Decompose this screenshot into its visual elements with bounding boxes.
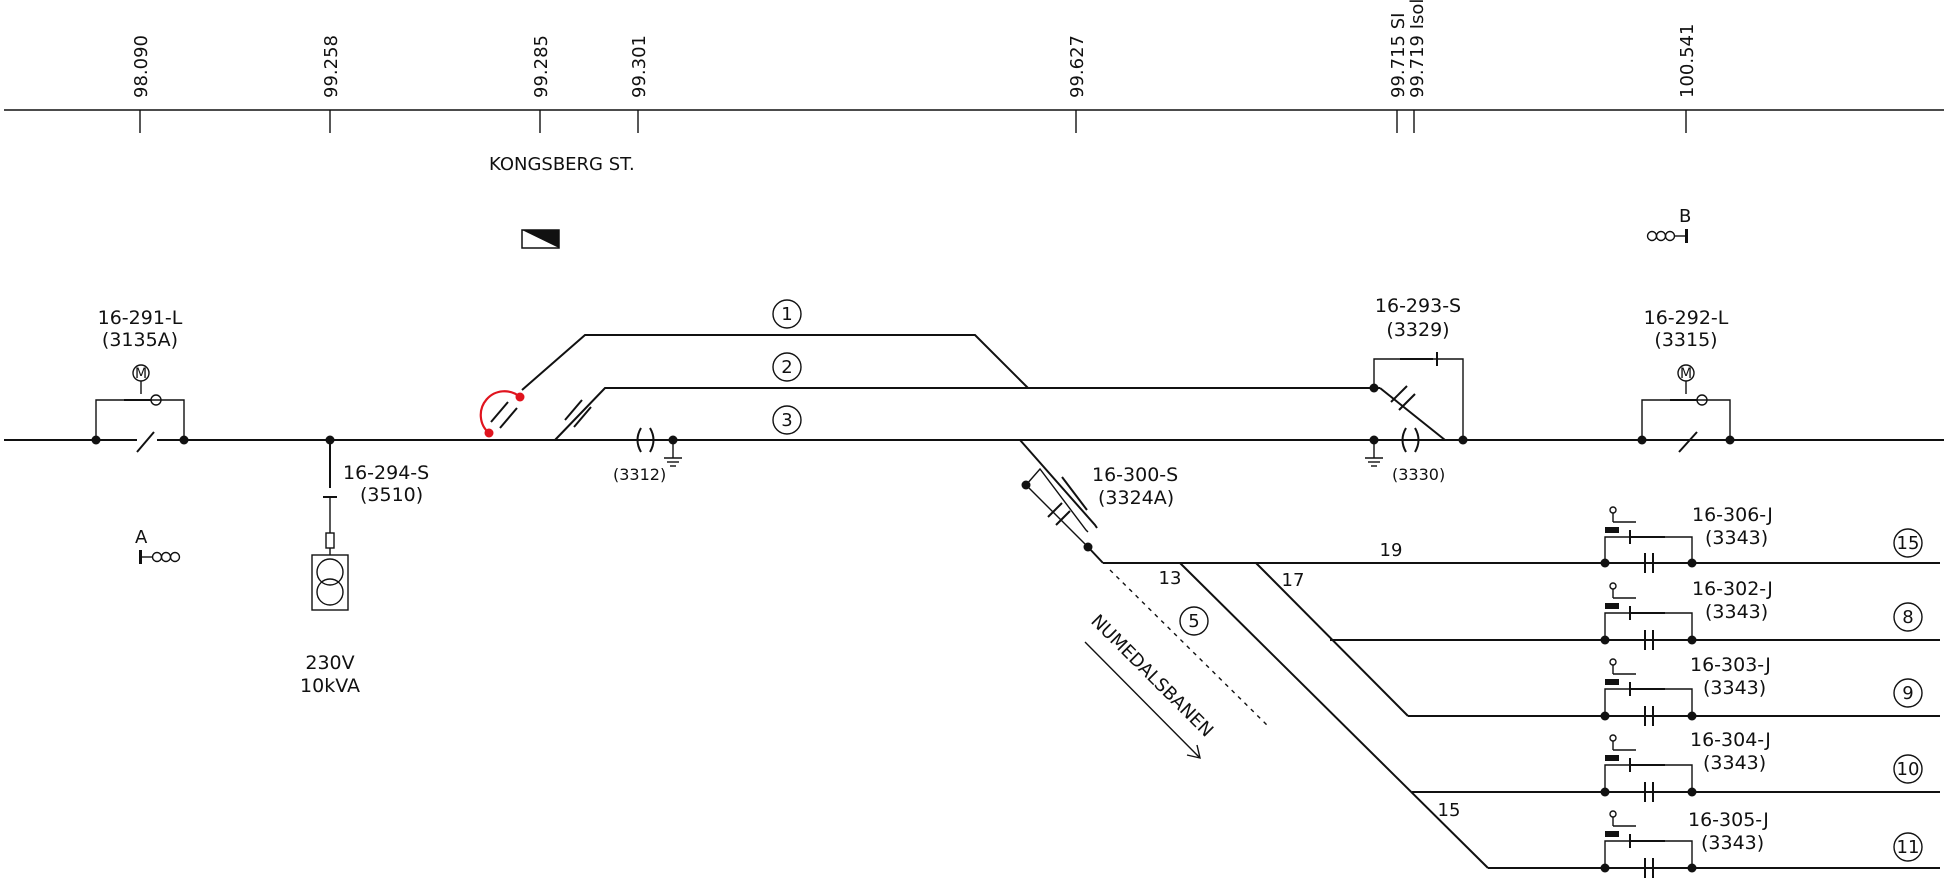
track-1-badge: 1 [772, 299, 802, 329]
section-insulator-track-2 [564, 399, 592, 428]
km-post-label: 98.090 [131, 35, 152, 98]
svg-text:16-303-J: 16-303-J [1690, 654, 1771, 676]
switch-16-291-l: 16-291-L (3135A) M [91, 307, 189, 453]
svg-text:16-302-J: 16-302-J [1692, 578, 1773, 600]
yard-entry-line [1087, 546, 1104, 564]
branch-line [1019, 439, 1098, 529]
km-post-label: 99.258 [321, 35, 342, 98]
switch-16-304-j: 16-304-J (3343) [1600, 729, 1771, 802]
transformer-icon: 230V 10kVA [300, 554, 360, 697]
svg-text:1: 1 [781, 304, 792, 325]
svg-text:(3343): (3343) [1703, 752, 1766, 774]
yard-diagonal-13 [1179, 562, 1489, 869]
signal-a: A [135, 527, 181, 564]
svg-text:16-294-S: 16-294-S [343, 462, 429, 484]
svg-text:(3343): (3343) [1705, 601, 1768, 623]
svg-text:5: 5 [1188, 611, 1199, 632]
track-2-crossover [1379, 387, 1446, 441]
track-2-badge: 2 [772, 352, 802, 382]
kilometer-ruler: 98.090 99.258 99.285 99.301 99.627 99.71… [4, 0, 1944, 133]
signal-b-label: B [1679, 206, 1691, 227]
dashed-branch-line [1109, 569, 1271, 729]
svg-text:8: 8 [1902, 607, 1913, 628]
highlighted-section-insulator [479, 390, 525, 438]
insulator-3330: (3330) [1365, 427, 1445, 484]
svg-text:16-292-L: 16-292-L [1644, 307, 1729, 329]
svg-text:16-300-S: 16-300-S [1092, 464, 1178, 486]
track-number-13: 13 [1159, 568, 1182, 589]
insulator-3312: (3312) [613, 427, 682, 484]
transformer-voltage: 230V [305, 652, 354, 674]
track-1-line [521, 334, 1029, 391]
track-9-badge: 9 [1893, 678, 1923, 708]
insulator-3330-label: (3330) [1392, 465, 1445, 484]
svg-text:(3343): (3343) [1703, 677, 1766, 699]
km-post-label: 100.541 [1677, 24, 1698, 98]
track-11-badge: 11 [1893, 832, 1923, 862]
yard-tracks [1103, 562, 1940, 869]
station-label: KONGSBERG ST. [489, 154, 635, 175]
signal-b: B [1646, 206, 1691, 243]
switch-16-294-s: 16-294-S (3510) [323, 435, 429, 555]
svg-text:16-304-J: 16-304-J [1690, 729, 1771, 751]
svg-text:2: 2 [781, 357, 792, 378]
svg-text:11: 11 [1897, 837, 1920, 858]
km-post-label: 99.719 Isolat [1407, 0, 1428, 98]
insulator-3312-label: (3312) [613, 465, 666, 484]
switch-16-292-l: 16-292-L (3315) M [1637, 307, 1735, 453]
svg-text:16-306-J: 16-306-J [1692, 504, 1773, 526]
svg-text:(3329): (3329) [1386, 319, 1449, 341]
km-post-label: 99.627 [1067, 35, 1088, 98]
station-symbol [521, 229, 560, 249]
switch-16-305-j: 16-305-J (3343) [1600, 809, 1769, 878]
track-number-17: 17 [1282, 570, 1305, 591]
km-post-label: 99.285 [531, 35, 552, 98]
switch-16-300-s: 16-300-S (3324A) [1021, 464, 1178, 552]
track-10-badge: 10 [1893, 754, 1923, 784]
track-number-15: 15 [1438, 800, 1461, 821]
svg-text:M: M [135, 366, 147, 382]
svg-text:M: M [1680, 366, 1692, 382]
track-5-badge: 5 [1179, 606, 1209, 636]
transformer-power: 10kVA [300, 675, 360, 697]
svg-text:9: 9 [1902, 683, 1913, 704]
svg-text:16-305-J: 16-305-J [1688, 809, 1769, 831]
svg-text:10: 10 [1897, 759, 1920, 780]
switch-16-302-j: 16-302-J (3343) [1600, 578, 1773, 650]
track-number-19: 19 [1380, 540, 1403, 561]
switch-16-306-j: 16-306-J (3343) [1600, 504, 1773, 573]
svg-text:15: 15 [1897, 533, 1920, 554]
track-8-badge: 8 [1893, 602, 1923, 632]
branch-direction-arrow [1084, 641, 1201, 759]
svg-text:16-293-S: 16-293-S [1375, 295, 1461, 317]
track-3-badge: 3 [772, 405, 802, 435]
switch-16-303-j: 16-303-J (3343) [1600, 654, 1771, 726]
svg-text:3: 3 [781, 410, 792, 431]
svg-text:(3343): (3343) [1701, 832, 1764, 854]
switch-16-293-s: 16-293-S (3329) [1369, 295, 1468, 445]
svg-text:(3510): (3510) [360, 484, 423, 506]
track-15-badge: 15 [1893, 528, 1923, 558]
km-post-label: 99.715 SI [1388, 13, 1409, 98]
svg-text:(3315): (3315) [1654, 329, 1717, 351]
svg-text:(3343): (3343) [1705, 527, 1768, 549]
signal-a-label: A [135, 527, 148, 548]
svg-text:(3135A): (3135A) [102, 329, 178, 351]
svg-text:16-291-L: 16-291-L [98, 307, 183, 329]
svg-text:(3324A): (3324A) [1098, 487, 1174, 509]
track-2-line [554, 387, 1380, 441]
km-post-label: 99.301 [629, 35, 650, 98]
